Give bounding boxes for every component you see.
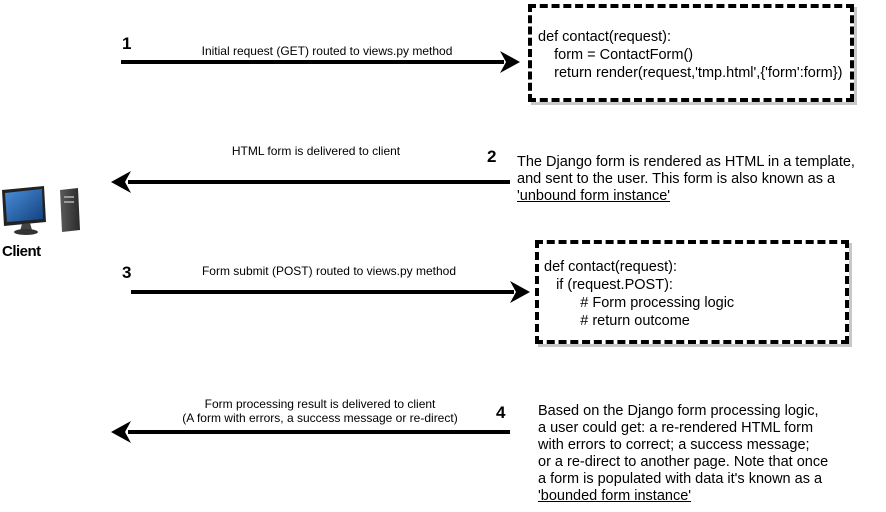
step-1-label: Initial request (GET) routed to views.py… bbox=[201, 44, 453, 58]
arrow-2-left bbox=[111, 171, 510, 193]
client-label: Client bbox=[2, 243, 41, 260]
description-line: a form is populated with data it's known… bbox=[538, 471, 823, 487]
description-line: or a re-direct to another page. Note tha… bbox=[538, 454, 829, 470]
code-line: # return outcome bbox=[544, 313, 690, 329]
step-1-number: 1 bbox=[122, 34, 132, 53]
description-line: Based on the Django form processing logi… bbox=[538, 403, 819, 419]
arrow-4-left bbox=[111, 421, 510, 443]
step-2-number: 2 bbox=[487, 147, 497, 166]
bounded-form-term: 'bounded form instance' bbox=[538, 488, 692, 504]
description-line: The Django form is rendered as HTML in a… bbox=[517, 154, 855, 170]
client-computer bbox=[0, 184, 82, 240]
code-line: # Form processing logic bbox=[544, 295, 735, 311]
arrow-1-right bbox=[121, 51, 520, 73]
unbound-form-term: 'unbound form instance' bbox=[517, 188, 671, 204]
step-4-label: Form processing result is delivered to c… bbox=[150, 397, 490, 425]
step-2-description: The Django form is rendered as HTML in a… bbox=[517, 154, 879, 205]
desktop-computer-icon bbox=[2, 186, 80, 235]
code-line: def contact(request): bbox=[544, 259, 677, 275]
step-4-description: Based on the Django form processing logi… bbox=[538, 403, 878, 505]
step-3-label: Form submit (POST) routed to views.py me… bbox=[201, 264, 457, 278]
code-line: form = ContactForm() bbox=[538, 47, 694, 63]
code-line: def contact(request): bbox=[538, 29, 671, 45]
step-4-label-line: Form processing result is delivered to c… bbox=[204, 397, 436, 411]
description-line: and sent to the user. This form is also … bbox=[517, 171, 836, 187]
code-box-get: def contact(request): form = ContactForm… bbox=[528, 4, 854, 102]
step-3-number: 3 bbox=[122, 263, 132, 282]
code-line: return render(request,'tmp.html',{'form'… bbox=[538, 65, 843, 81]
step-4-number: 4 bbox=[496, 403, 506, 422]
description-line: a user could get: a re-rendered HTML for… bbox=[538, 420, 814, 436]
code-box-post: def contact(request): if (request.POST):… bbox=[535, 240, 849, 344]
arrow-3-right bbox=[131, 281, 530, 303]
step-2-label: HTML form is delivered to client bbox=[231, 144, 401, 158]
step-4-label-line: (A form with errors, a success message o… bbox=[182, 411, 458, 425]
description-line: with errors to correct; a success messag… bbox=[538, 437, 810, 453]
code-line: if (request.POST): bbox=[544, 277, 673, 293]
